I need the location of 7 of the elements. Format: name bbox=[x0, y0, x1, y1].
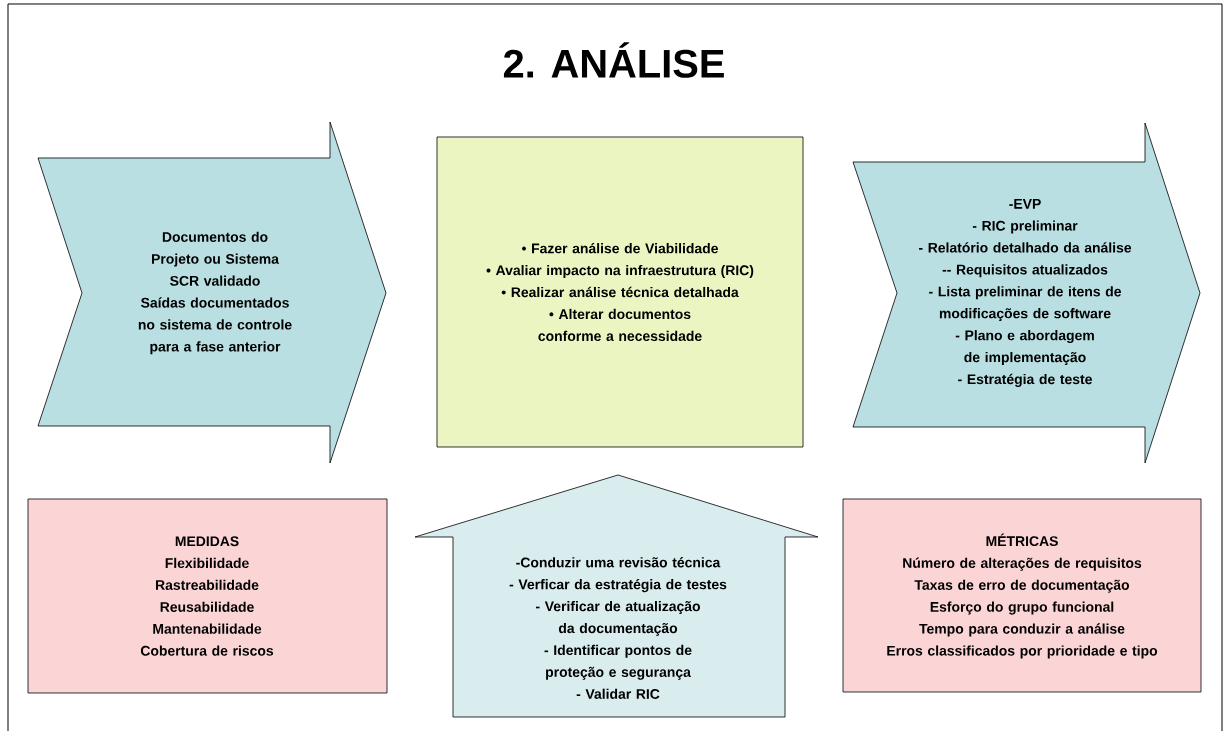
activity-box: • Fazer análise de Viabilidade • Avaliar impacto na infraestrutura (RIC) • Realizar análise técnica detalhada • Alterar documentos conforme a necessidade bbox=[436, 136, 804, 448]
measures-box: MEDIDAS Flexibilidade Rastreabilidade Reusabilidade Mantenabilidade Cobertura de riscos bbox=[27, 498, 388, 694]
metrics-box: MÉTRICAS Número de alterações de requisitos Taxas de erro de documentação Esforço do grupo funcional Tempo para conduzir a análise Erros classificados por prioridade e tipo bbox=[842, 498, 1202, 693]
input-chevron: Documentos do Projeto ou Sistema SCR validado Saídas documentados no sistema de controle para a fase anterior bbox=[37, 121, 387, 464]
output-chevron: -EVP - RIC preliminar - Relatório detalhado da análise -- Requisitos atualizados - Lista preliminar de itens de modificações de software - Plano e abordagem de implementação - Estratégia de teste bbox=[852, 122, 1201, 464]
review-block: -Conduzir uma revisão técnica - Verficar da estratégia de testes - Verificar de atualização da documentação - Identificar pontos de proteção e segurança - Validar RIC bbox=[414, 474, 819, 718]
title: 2. ANÁLISE bbox=[503, 42, 724, 78]
